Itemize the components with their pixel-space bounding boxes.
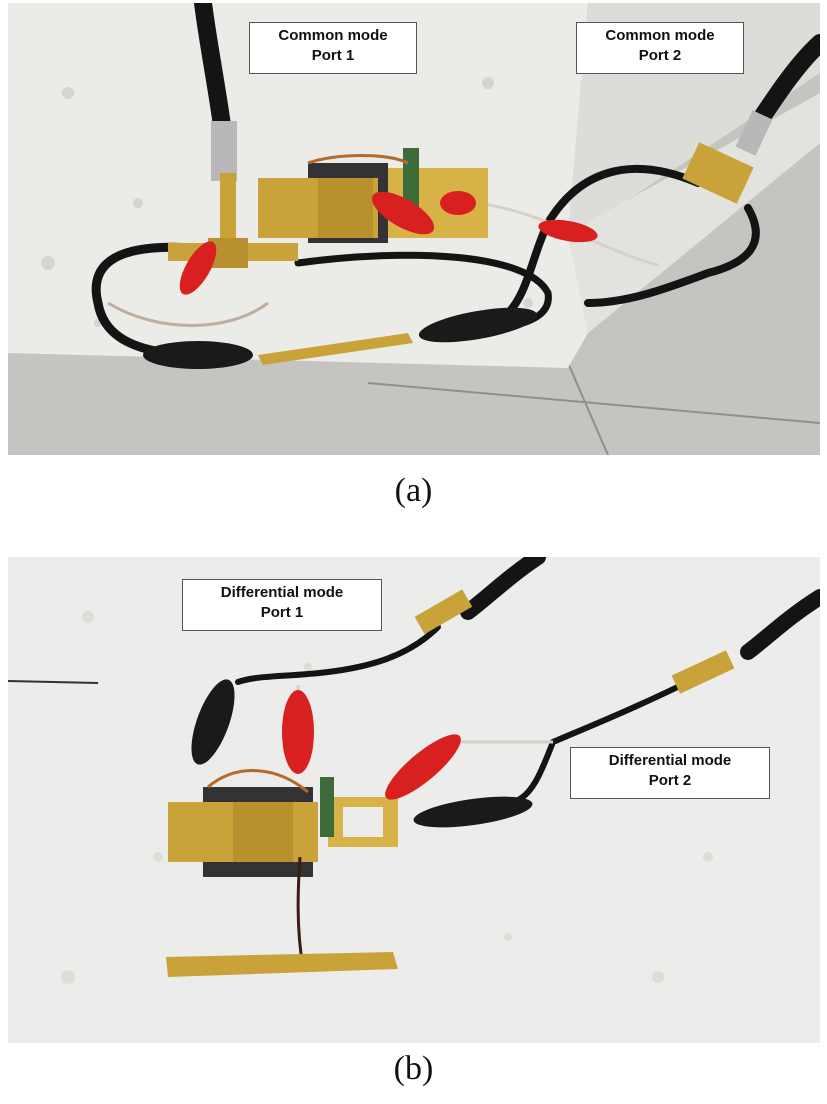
sma-tee-port1 [168, 121, 298, 268]
sma-tee-port2 [682, 110, 773, 204]
device-under-test [168, 769, 398, 877]
photo-differential-mode-setup [8, 557, 820, 1043]
cable-port1 [235, 557, 546, 685]
photo-a-illustration [8, 3, 820, 455]
sma-port1 [414, 589, 473, 635]
label-common-mode-port2: Common mode Port 2 [576, 22, 744, 74]
brass-strip [258, 333, 413, 365]
black-clips [191, 679, 533, 828]
caption-b: (b) [393, 1050, 434, 1087]
label-common-mode-port1: Common mode Port 1 [249, 22, 417, 74]
pencil-mark [8, 680, 99, 684]
foam-surface [8, 557, 820, 1043]
cable-port2 [510, 589, 820, 805]
sma-port2 [671, 650, 735, 694]
label-b1-line1: Differential mode [220, 584, 344, 601]
caption-a: (a) [394, 472, 433, 509]
label-a2-line2: Port 2 [638, 47, 682, 64]
red-clips [179, 191, 598, 295]
label-a2-line1: Common mode [605, 27, 715, 44]
red-clips [282, 690, 461, 800]
photo-common-mode-setup [8, 3, 820, 455]
label-b2-line2: Port 2 [648, 772, 692, 789]
label-differential-mode-port2: Differential mode Port 2 [570, 747, 770, 799]
label-a1-line1: Common mode [278, 27, 388, 44]
label-b2-line1: Differential mode [608, 752, 732, 769]
label-differential-mode-port1: Differential mode Port 1 [182, 579, 382, 631]
photo-b-illustration [8, 557, 820, 1043]
pcb-strip [166, 952, 398, 977]
cable-port2 [504, 34, 820, 317]
label-a1-line2: Port 1 [311, 47, 355, 64]
black-clips [143, 307, 538, 369]
label-b1-line2: Port 1 [260, 604, 304, 621]
